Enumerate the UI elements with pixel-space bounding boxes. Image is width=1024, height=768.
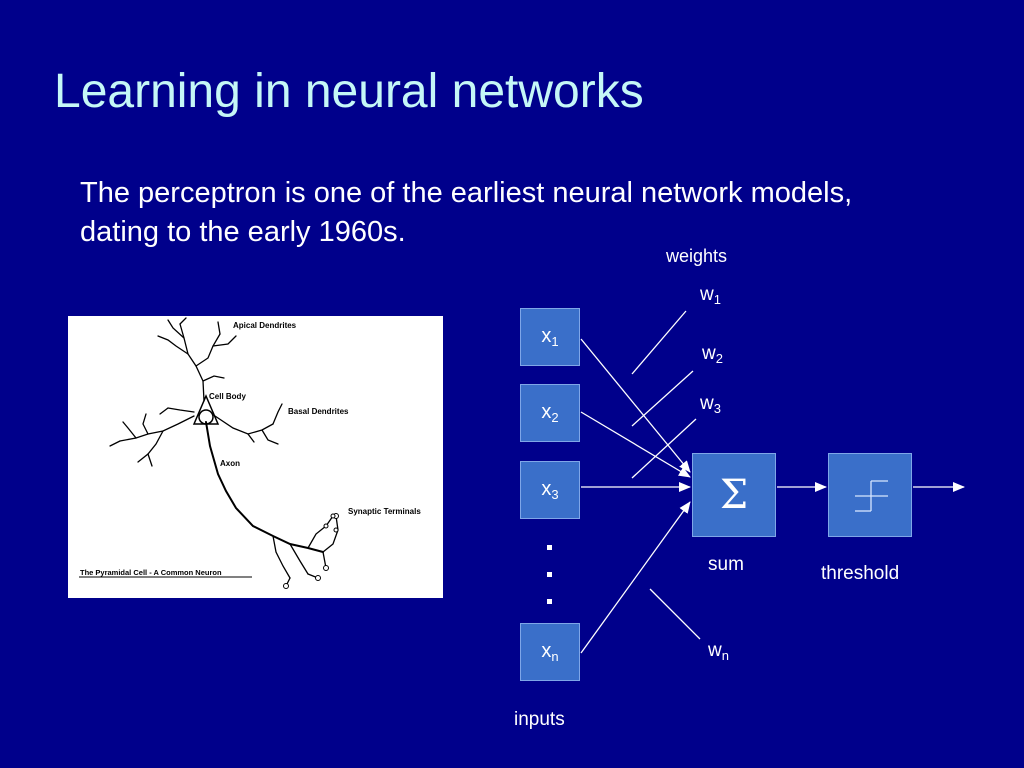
weight-pointer-w2 xyxy=(631,370,694,427)
weight-w2-label: w2 xyxy=(702,343,723,366)
cell-body-label: Cell Body xyxy=(209,392,246,401)
ellipsis-dot xyxy=(547,572,552,577)
input-x3-label: x3 xyxy=(541,478,559,502)
weight-pointer-w1 xyxy=(631,310,687,375)
input-x2-label: x2 xyxy=(541,401,559,425)
axon-label: Axon xyxy=(220,459,240,468)
weight-pointer-wn xyxy=(649,588,701,640)
input-node-xn: xn xyxy=(520,623,580,681)
weight-wn-label: wn xyxy=(708,640,729,663)
input-xn-label: xn xyxy=(541,640,559,664)
connection-x2 xyxy=(580,411,691,478)
connection-xn xyxy=(580,501,691,654)
sum-label: sum xyxy=(708,554,744,575)
connection-x1 xyxy=(580,338,691,473)
neuron-caption: The Pyramidal Cell - A Common Neuron xyxy=(80,568,222,577)
weight-pointer-w3 xyxy=(631,418,697,479)
ellipsis-dot xyxy=(547,545,552,550)
input-node-x1: x1 xyxy=(520,308,580,366)
inputs-label: inputs xyxy=(514,709,565,730)
basal-dendrites-label: Basal Dendrites xyxy=(288,407,349,416)
input-node-x2: x2 xyxy=(520,384,580,442)
weights-label: weights xyxy=(666,246,728,266)
apical-dendrites-label: Apical Dendrites xyxy=(233,321,297,330)
weight-w1-label: w1 xyxy=(700,284,721,307)
weight-w3-label: w3 xyxy=(700,393,721,416)
threshold-node xyxy=(828,453,912,537)
sum-node: Σ xyxy=(692,453,776,537)
pyramidal-neuron-image: Apical Dendrites Cell Body Basal Dendrit… xyxy=(68,316,443,598)
neuron-drawing: Apical Dendrites Cell Body Basal Dendrit… xyxy=(79,317,421,589)
input-node-x3: x3 xyxy=(520,461,580,519)
slide-body-text: The perceptron is one of the earliest ne… xyxy=(80,177,853,248)
slide-title: Learning in neural networks xyxy=(54,65,644,118)
synaptic-terminals-label: Synaptic Terminals xyxy=(348,507,421,516)
step-function-icon xyxy=(855,480,888,512)
sigma-symbol: Σ xyxy=(719,472,749,518)
threshold-label: threshold xyxy=(821,563,900,584)
input-x1-label: x1 xyxy=(541,325,559,349)
ellipsis-dot xyxy=(547,599,552,604)
